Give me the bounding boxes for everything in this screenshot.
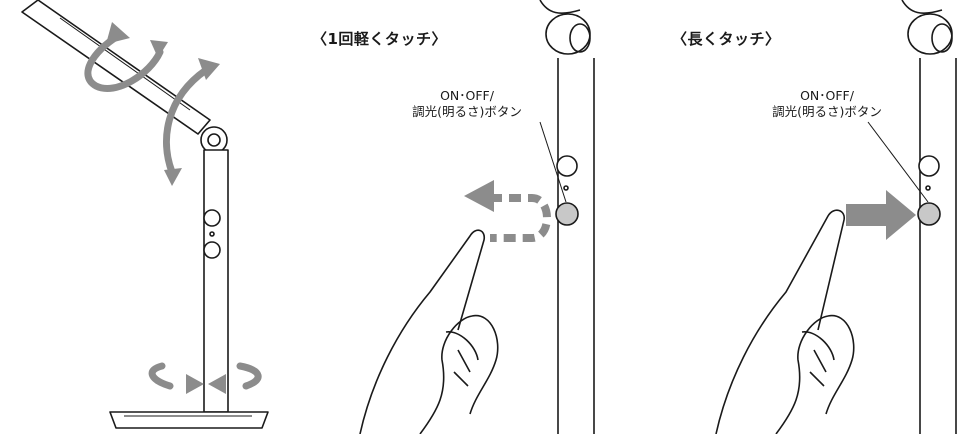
lamp-overview: [21, 0, 269, 429]
stem-button-upper: [203, 209, 221, 227]
power-dim-button: [555, 202, 579, 226]
lamp-joint: [200, 126, 228, 154]
dashed-return-arrow-icon: [490, 194, 551, 242]
short-touch-callout: ON･OFF/ 調光(明るさ)ボタン: [392, 88, 542, 120]
callout-line2: 調光(明るさ)ボタン: [412, 104, 522, 119]
push-arrow-icon: [846, 190, 916, 240]
short-touch-title: 〈1回軽くタッチ〉: [312, 30, 447, 48]
lamp-base: [109, 411, 269, 429]
long-touch-callout: ON･OFF/ 調光(明るさ)ボタン: [752, 88, 902, 120]
callout-line2-long: 調光(明るさ)ボタン: [772, 104, 882, 119]
long-touch-title: 〈長くタッチ〉: [672, 30, 781, 48]
lamp-head: [21, 0, 211, 135]
short-touch-diagram: [539, 0, 595, 434]
tilt-arrow-icon: [163, 66, 210, 176]
dashed-arrow-head: [464, 180, 494, 212]
rotation-arrow-icon: [84, 32, 262, 390]
arrow-heads: [106, 22, 226, 394]
stem-button-lower: [203, 241, 221, 259]
pointing-hand-icon-2: [715, 209, 855, 434]
pointing-hand-icon: [359, 229, 499, 434]
callout-line1: ON･OFF/: [440, 88, 494, 103]
lamp-stem: [203, 149, 229, 413]
upper-button: [556, 155, 578, 177]
long-touch-diagram: [867, 0, 957, 434]
power-dim-button-long: [917, 202, 941, 226]
callout-line1-long: ON･OFF/: [800, 88, 854, 103]
